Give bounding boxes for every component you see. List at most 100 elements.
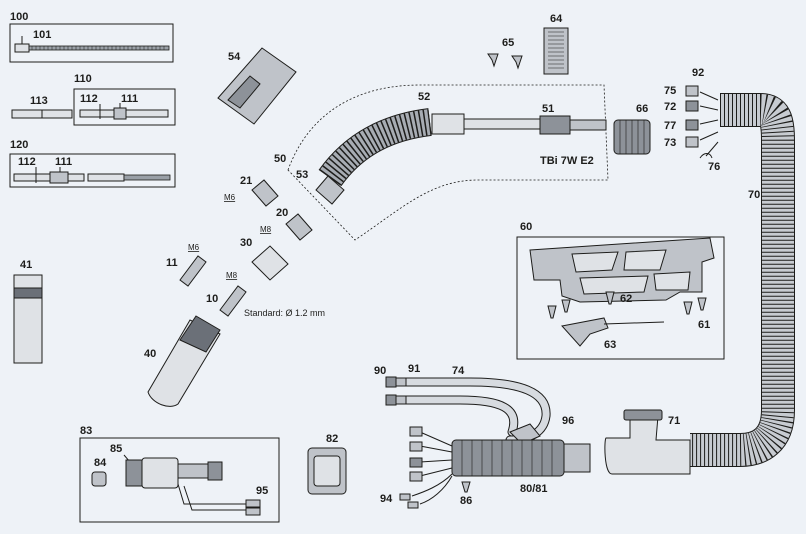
- parts-64-65: 65 64: [487, 13, 569, 75]
- nut-85: [207, 461, 223, 481]
- callout-61: 61: [698, 319, 710, 331]
- screw-65b: [511, 55, 523, 70]
- connector-thread: [563, 443, 591, 473]
- callout-60: 60: [520, 221, 532, 233]
- callout-10: 10: [206, 293, 218, 305]
- plug-77: [685, 119, 699, 131]
- liner-hatching: [31, 46, 165, 50]
- screw-61d: [697, 297, 707, 311]
- callout-66: 66: [636, 103, 648, 115]
- callout-77: 77: [664, 120, 676, 132]
- connector-leads: [419, 431, 453, 477]
- screw-62: [605, 291, 615, 305]
- central-connector-lines: [461, 440, 553, 476]
- filter-64-lines: [548, 31, 564, 69]
- gooseneck-body: [319, 109, 432, 186]
- callout-73: 73: [664, 137, 676, 149]
- liner-kit-110: 110 113 112 111: [11, 73, 176, 126]
- part-41: 41: [13, 259, 43, 364]
- shaft-85: [177, 463, 209, 479]
- thread-m6-b: M6: [188, 243, 200, 252]
- neck-collar: [431, 113, 465, 135]
- callout-112b: 112: [18, 156, 36, 168]
- neck-assembly-50: 50 52 51 53 TBi 7W E2: [274, 84, 609, 241]
- tube-120b: [87, 173, 125, 182]
- contact-tip-11: [179, 255, 207, 287]
- callout-111b: 111: [55, 156, 72, 168]
- contact-tip-10: [219, 285, 247, 317]
- lead-fitting-1: [409, 426, 423, 437]
- plug-75: [685, 85, 699, 97]
- callout-110: 110: [74, 73, 92, 85]
- wires-95: [177, 483, 246, 511]
- callout-41: 41: [20, 259, 32, 271]
- plug-95b: [245, 507, 261, 516]
- callout-30: 30: [240, 237, 252, 249]
- callout-40: 40: [144, 348, 156, 360]
- callout-21: 21: [240, 175, 252, 187]
- plug-73: [685, 136, 699, 148]
- callout-50: 50: [274, 153, 286, 165]
- box-83: [79, 437, 280, 523]
- callout-76: 76: [708, 161, 720, 173]
- part-66: 66: [613, 103, 651, 155]
- callout-20: 20: [276, 207, 288, 219]
- standard-note: Standard: Ø 1.2 mm: [244, 308, 325, 318]
- lead-fitting-2: [409, 441, 423, 452]
- callout-80-81: 80/81: [520, 483, 548, 495]
- handle-window-1: [571, 251, 619, 273]
- callout-94: 94: [380, 493, 393, 505]
- coupling-66-lines: [619, 120, 645, 154]
- fitting-111b: [49, 171, 69, 184]
- insulator-41-knurl: [13, 287, 43, 299]
- callout-54: 54: [228, 51, 241, 63]
- box-120: [9, 153, 176, 188]
- connector-51: [539, 115, 571, 135]
- callout-101: 101: [33, 29, 51, 41]
- pin-94a: [399, 493, 411, 501]
- gas-nozzle-40-knurl: [179, 315, 221, 353]
- callout-112a: 112: [80, 93, 98, 105]
- rear-assembly: 90 91 74 96 94 86 80/81: [374, 363, 591, 509]
- trigger-63: [561, 317, 609, 347]
- screw-61c: [683, 301, 693, 315]
- callout-90: 90: [374, 365, 386, 377]
- nut-82-face: [313, 455, 341, 487]
- callout-71: 71: [668, 415, 680, 427]
- handle-kit-60: 60 62 61 63: [516, 221, 725, 360]
- adapter-30: [251, 245, 289, 281]
- adapter-71-cap: [623, 409, 663, 421]
- lug-76: [699, 153, 713, 159]
- callout-62: 62: [620, 293, 632, 305]
- callout-91: 91: [408, 363, 420, 375]
- box-110: [73, 88, 176, 126]
- fitting-90a: [385, 376, 397, 388]
- tube-120a: [13, 173, 85, 182]
- handle-window-2: [623, 249, 667, 271]
- screw-61b: [561, 299, 571, 313]
- fitting-91b: [395, 395, 407, 405]
- fitting-90b: [385, 394, 397, 406]
- thread-m8-a: M8: [260, 225, 272, 234]
- callout-64: 64: [550, 13, 563, 25]
- hose-70-ribs: [690, 94, 794, 466]
- liner-nut-101: [14, 43, 30, 53]
- diffuser-21: [251, 179, 279, 207]
- diffuser-20: [285, 213, 313, 241]
- callout-84: 84: [94, 457, 107, 469]
- plug-95a: [245, 499, 261, 508]
- plug-72: [685, 100, 699, 112]
- callout-96: 96: [562, 415, 574, 427]
- lead-fitting-4: [409, 471, 423, 482]
- hose-74-lower-core: [402, 396, 518, 436]
- screw-61a: [547, 305, 557, 319]
- callout-95: 95: [256, 485, 268, 497]
- liner-spiral: [28, 45, 170, 51]
- callout-74: 74: [452, 365, 465, 377]
- callout-53: 53: [296, 169, 308, 181]
- pin-94b: [407, 501, 419, 509]
- thread-m6-a: M6: [224, 193, 236, 202]
- connector-51-thread: [569, 119, 607, 131]
- box-60: [516, 236, 725, 360]
